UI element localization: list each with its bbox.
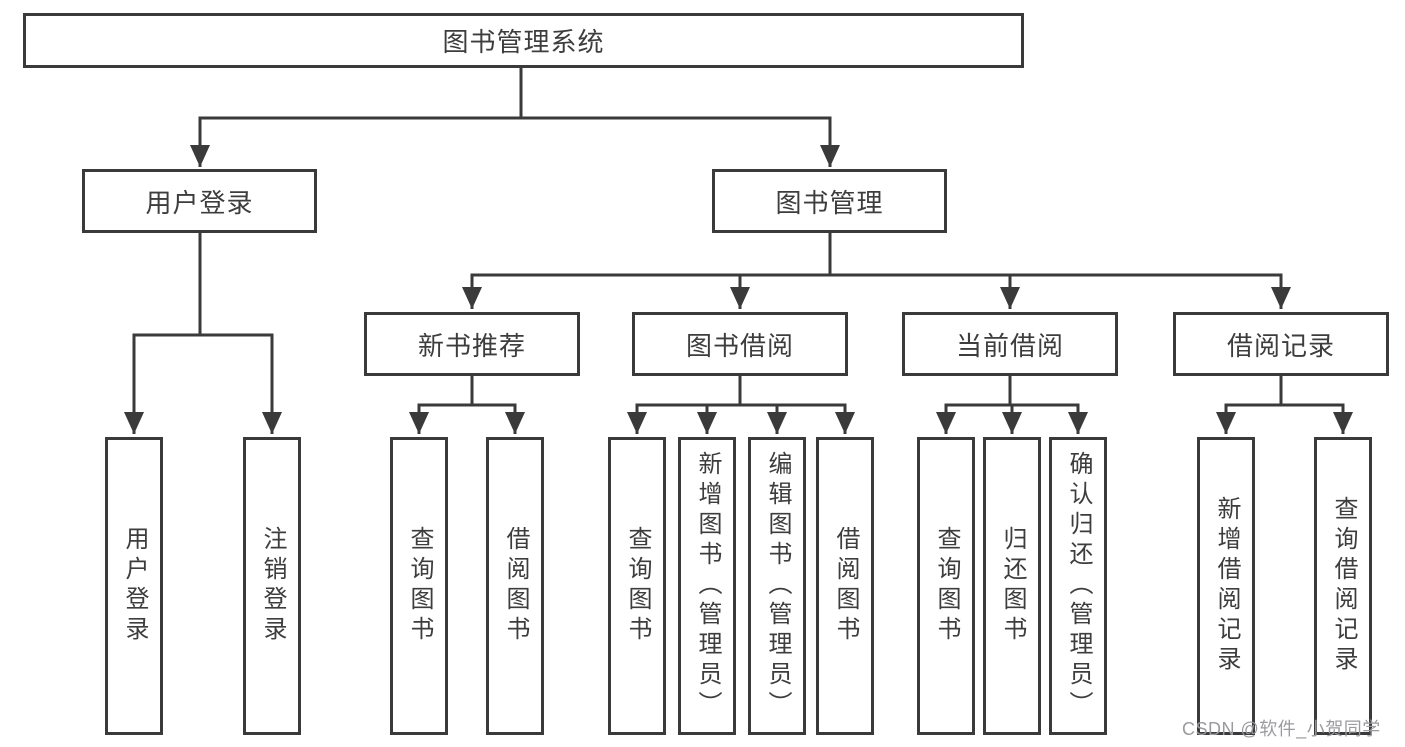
leaf-query-books: 查询图书 bbox=[917, 437, 975, 735]
leaf-borrow-books: 借阅图书 bbox=[486, 437, 544, 735]
node-current-borrow: 当前借阅 bbox=[902, 312, 1118, 376]
leaf-query-books: 查询图书 bbox=[608, 437, 666, 735]
book-borrow-branch bbox=[627, 375, 855, 434]
user-login-branch bbox=[124, 232, 282, 434]
leaf-query-books: 查询图书 bbox=[390, 437, 448, 735]
leaf-add-borrow-record: 新增借阅记录 bbox=[1197, 437, 1255, 735]
leaf-confirm-return-admin: 确认归还（管理员） bbox=[1049, 437, 1107, 735]
node-label: 图书借阅 bbox=[685, 330, 794, 361]
leaf-return-books: 归还图书 bbox=[983, 437, 1041, 735]
node-label: 新书推荐 bbox=[417, 330, 526, 361]
node-label: 新增借阅记录 bbox=[1213, 496, 1240, 676]
borrow-records-branch bbox=[1216, 375, 1353, 434]
node-library-management-system: 图书管理系统 bbox=[23, 13, 1024, 68]
leaf-borrow-books: 借阅图书 bbox=[816, 437, 874, 735]
node-label: 确认归还（管理员） bbox=[1065, 451, 1092, 721]
node-label: 查询借阅记录 bbox=[1330, 496, 1357, 676]
node-label: 注销登录 bbox=[259, 526, 286, 646]
leaf-edit-books-admin: 编辑图书（管理员） bbox=[748, 437, 806, 735]
node-label: 借阅图书 bbox=[502, 526, 529, 646]
book-management-branch bbox=[462, 232, 1291, 309]
node-label: 借阅记录 bbox=[1226, 330, 1335, 361]
node-new-book-recommend: 新书推荐 bbox=[364, 312, 580, 376]
root-branch bbox=[190, 67, 840, 167]
leaf-query-borrow-record: 查询借阅记录 bbox=[1314, 437, 1372, 735]
node-borrow-records: 借阅记录 bbox=[1173, 312, 1389, 376]
leaf-add-books-admin: 新增图书（管理员） bbox=[678, 437, 736, 735]
node-label: 查询图书 bbox=[624, 526, 651, 646]
node-label: 图书管理系统 bbox=[442, 27, 605, 57]
current-borrow-branch bbox=[936, 375, 1088, 434]
node-label: 图书管理 bbox=[775, 187, 884, 218]
node-label: 查询图书 bbox=[933, 526, 960, 646]
node-user-login: 用户登录 bbox=[82, 169, 317, 233]
node-label: 用户登录 bbox=[121, 526, 148, 646]
node-label: 编辑图书（管理员） bbox=[764, 451, 791, 721]
leaf-logout: 注销登录 bbox=[243, 437, 301, 735]
node-label: 用户登录 bbox=[145, 187, 254, 218]
node-book-borrow: 图书借阅 bbox=[632, 312, 848, 376]
node-label: 当前借阅 bbox=[955, 330, 1064, 361]
csdn-watermark: CSDN @软件_小贺同学 bbox=[1182, 719, 1381, 739]
leaf-user-login: 用户登录 bbox=[105, 437, 163, 735]
node-book-management: 图书管理 bbox=[712, 169, 947, 233]
node-label: 借阅图书 bbox=[832, 526, 859, 646]
node-label: 查询图书 bbox=[406, 526, 433, 646]
node-label: 新增图书（管理员） bbox=[694, 451, 721, 721]
new-books-branch bbox=[409, 375, 525, 434]
node-label: 归还图书 bbox=[999, 526, 1026, 646]
